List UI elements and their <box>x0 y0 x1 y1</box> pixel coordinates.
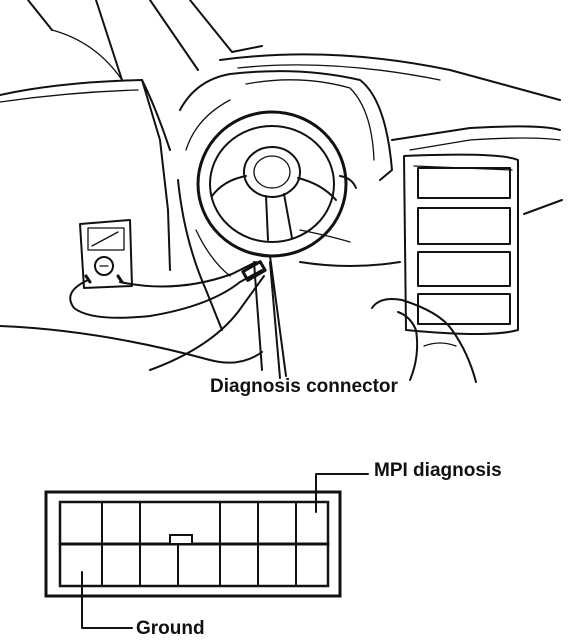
connector-housing <box>44 490 342 598</box>
diagnosis-connector-leader <box>269 261 281 379</box>
mpi-diagnosis-label: MPI diagnosis <box>374 460 502 481</box>
steering-wheel <box>196 110 357 258</box>
mpi-diagnosis-leader <box>315 473 369 513</box>
vehicle-interior-drawing <box>0 0 563 377</box>
ground-leader <box>81 571 133 629</box>
connector-diagram <box>44 490 342 598</box>
circuit-tester <box>79 219 133 289</box>
connector-key-tab <box>169 534 193 545</box>
probe-leads <box>69 260 267 371</box>
shift-lever <box>371 298 477 383</box>
diagnosis-connector-label: Diagnosis connector <box>210 376 398 397</box>
ground-label: Ground <box>136 618 205 639</box>
air-vent-panel <box>403 153 519 335</box>
